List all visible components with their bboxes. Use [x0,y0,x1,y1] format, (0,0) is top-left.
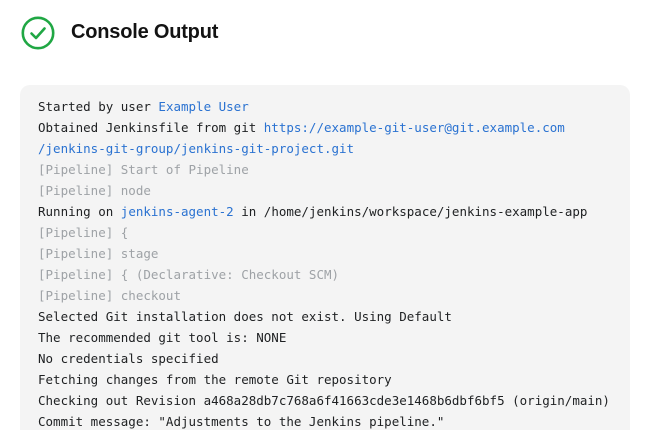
console-line: Obtained Jenkinsfile from git https://ex… [38,117,612,138]
console-line: [Pipeline] Start of Pipeline [38,159,612,180]
log-text-plain: Obtained Jenkinsfile from git [38,120,264,135]
log-text-plain: in /home/jenkins/workspace/jenkins-examp… [233,204,588,219]
log-text-plain: Started by user [38,99,159,114]
user-link[interactable]: Example User [158,99,249,114]
repo-url-link-continued[interactable]: /jenkins-git-group/jenkins-git-project.g… [38,141,355,156]
page-header: Console Output [0,0,650,52]
console-line: Selected Git installation does not exist… [38,306,612,327]
log-text-plain: Fetching changes from the remote Git rep… [38,372,392,387]
log-text-plain: The recommended git tool is: NONE [38,330,287,345]
log-text-muted: [Pipeline] node [38,183,151,198]
log-text-muted: [Pipeline] { [38,225,129,240]
repo-url-link[interactable]: https://example-git-user@git.example.com [263,120,565,135]
console-line: [Pipeline] node [38,180,612,201]
console-line: Started by user Example User [38,96,612,117]
log-text-plain: No credentials specified [38,351,219,366]
console-line: Fetching changes from the remote Git rep… [38,369,612,390]
log-text-plain: Running on [38,204,121,219]
log-text-muted: [Pipeline] stage [38,246,159,261]
check-circle-icon [21,16,55,49]
log-text-muted: [Pipeline] Start of Pipeline [38,162,249,177]
log-text-plain: Checking out Revision a468a28db7c768a6f4… [38,393,610,408]
console-line: /jenkins-git-group/jenkins-git-project.g… [38,138,612,159]
agent-link[interactable]: jenkins-agent-2 [120,204,234,219]
console-line: Running on jenkins-agent-2 in /home/jenk… [38,201,612,222]
log-text-plain: Selected Git installation does not exist… [38,309,452,324]
log-text-plain: Commit message: "Adjustments to the Jenk… [38,414,445,429]
page-title: Console Output [71,21,219,43]
console-line: No credentials specified [38,348,612,369]
log-text-muted: [Pipeline] checkout [38,288,181,303]
console-line: [Pipeline] { (Declarative: Checkout SCM) [38,264,612,285]
console-line: [Pipeline] { [38,222,612,243]
console-line: Commit message: "Adjustments to the Jenk… [38,411,612,430]
console-line: [Pipeline] checkout [38,285,612,306]
log-text-muted: [Pipeline] { (Declarative: Checkout SCM) [38,267,340,282]
console-line: The recommended git tool is: NONE [38,327,612,348]
console-line: Checking out Revision a468a28db7c768a6f4… [38,390,612,411]
console-line: [Pipeline] stage [38,243,612,264]
